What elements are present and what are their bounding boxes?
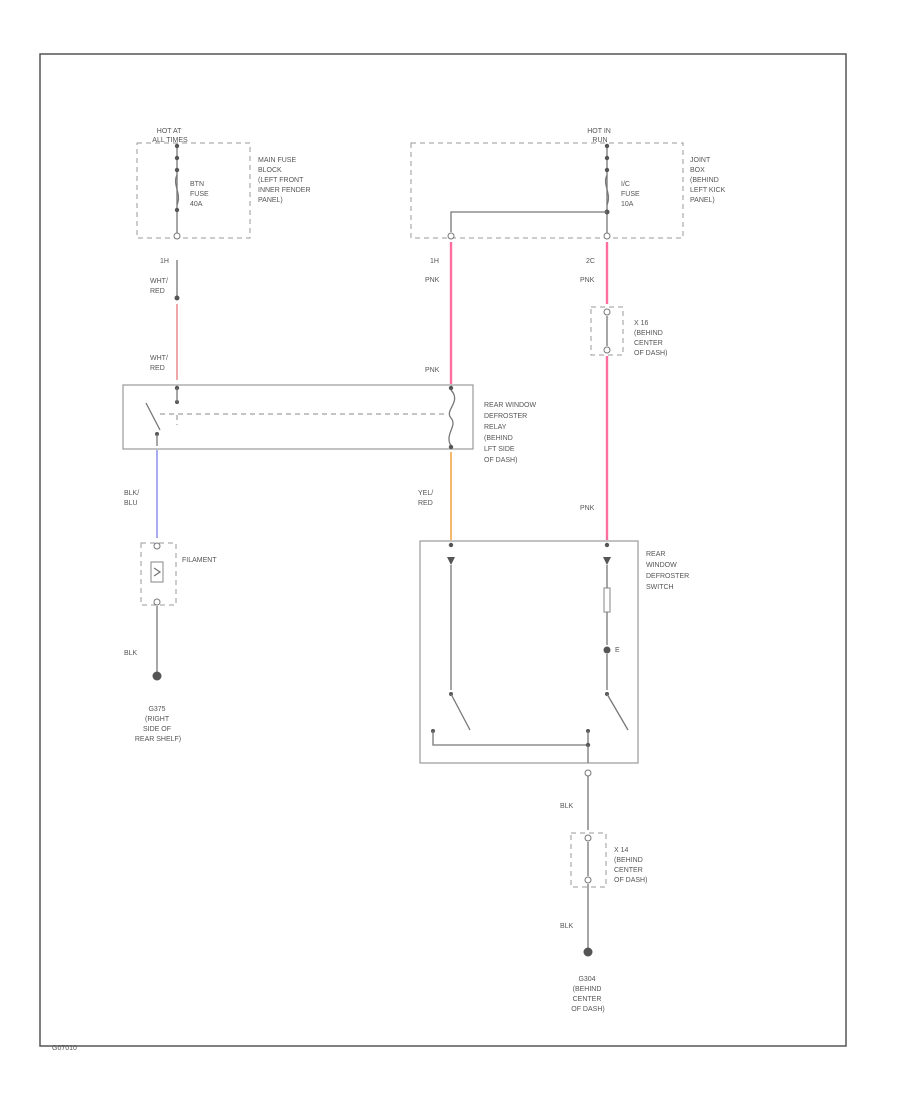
ic-fuse-label: I/C FUSE 10A <box>621 181 642 208</box>
switch-e-terminal <box>603 646 611 654</box>
splice-dot <box>174 295 180 301</box>
pnk-label-2: PNK <box>580 277 595 284</box>
connector-2c <box>603 232 611 240</box>
ic-fuse-symbol <box>604 174 610 206</box>
filament-box <box>140 542 177 606</box>
g304-label: G304 (BEHIND CENTER OF DASH) <box>571 976 604 1013</box>
x14-label: X 14 (BEHIND CENTER OF DASH) <box>614 847 647 884</box>
hot-at-all-times-label: HOT AT ALL TIMES <box>152 128 188 144</box>
connector-2c-label: 2C <box>586 258 595 265</box>
ground-g375 <box>152 671 162 681</box>
relay-coil <box>448 389 456 447</box>
x16-connector-box <box>590 306 624 356</box>
relay-contact <box>145 402 161 431</box>
blk-label-3: BLK <box>560 923 574 930</box>
relay-label: REAR WINDOW DEFROSTER RELAY (BEHIND LFT … <box>484 402 538 464</box>
pnk-label-4: PNK <box>580 505 595 512</box>
figure-id: G07010 <box>52 1045 77 1052</box>
switch-e-label: E <box>615 647 620 654</box>
x16-label: X 16 (BEHIND CENTER OF DASH) <box>634 320 667 357</box>
wht-red-label-2: WHT/ RED <box>150 355 170 372</box>
yel-red-label: YEL/ RED <box>418 490 435 507</box>
blk-blu-label: BLK/ BLU <box>124 490 141 507</box>
ground-g304 <box>583 947 593 957</box>
joint-box-label: JOINT BOX (BEHIND LEFT KICK PANEL) <box>690 157 727 204</box>
filament-label: FILAMENT <box>182 557 217 564</box>
switch-contact-left <box>450 693 471 731</box>
main-fuse-block-label: MAIN FUSE BLOCK (LEFT FRONT INNER FENDER… <box>258 157 312 204</box>
defroster-relay-box <box>122 384 474 450</box>
connector-1h-mid <box>447 232 455 240</box>
wht-red-label-1: WHT/ RED <box>150 278 170 295</box>
defroster-switch-box <box>419 540 639 764</box>
switch-label: REAR WINDOW DEFROSTER SWITCH <box>646 551 691 591</box>
btn-fuse-label: BTN FUSE 40A <box>190 181 211 208</box>
joint-box <box>410 142 684 239</box>
main-fuse-block-box <box>136 142 251 239</box>
blk-label-1: BLK <box>124 650 138 657</box>
connector-1h-left <box>173 232 181 240</box>
g375-label: G375 (RIGHT SIDE OF REAR SHELF) <box>135 706 181 743</box>
switch-indicator <box>603 587 611 613</box>
btn-fuse-symbol <box>174 174 180 206</box>
hot-in-run-label: HOT IN RUN <box>587 128 613 144</box>
blk-label-2: BLK <box>560 803 574 810</box>
connector-1h-mid-label: 1H <box>430 258 439 265</box>
filament-element <box>150 561 164 583</box>
switch-contact-right <box>606 693 629 731</box>
connector-1h-left-label: 1H <box>160 258 169 265</box>
pnk-label-1: PNK <box>425 277 440 284</box>
pnk-label-3: PNK <box>425 367 440 374</box>
diagram-frame <box>39 53 847 1047</box>
